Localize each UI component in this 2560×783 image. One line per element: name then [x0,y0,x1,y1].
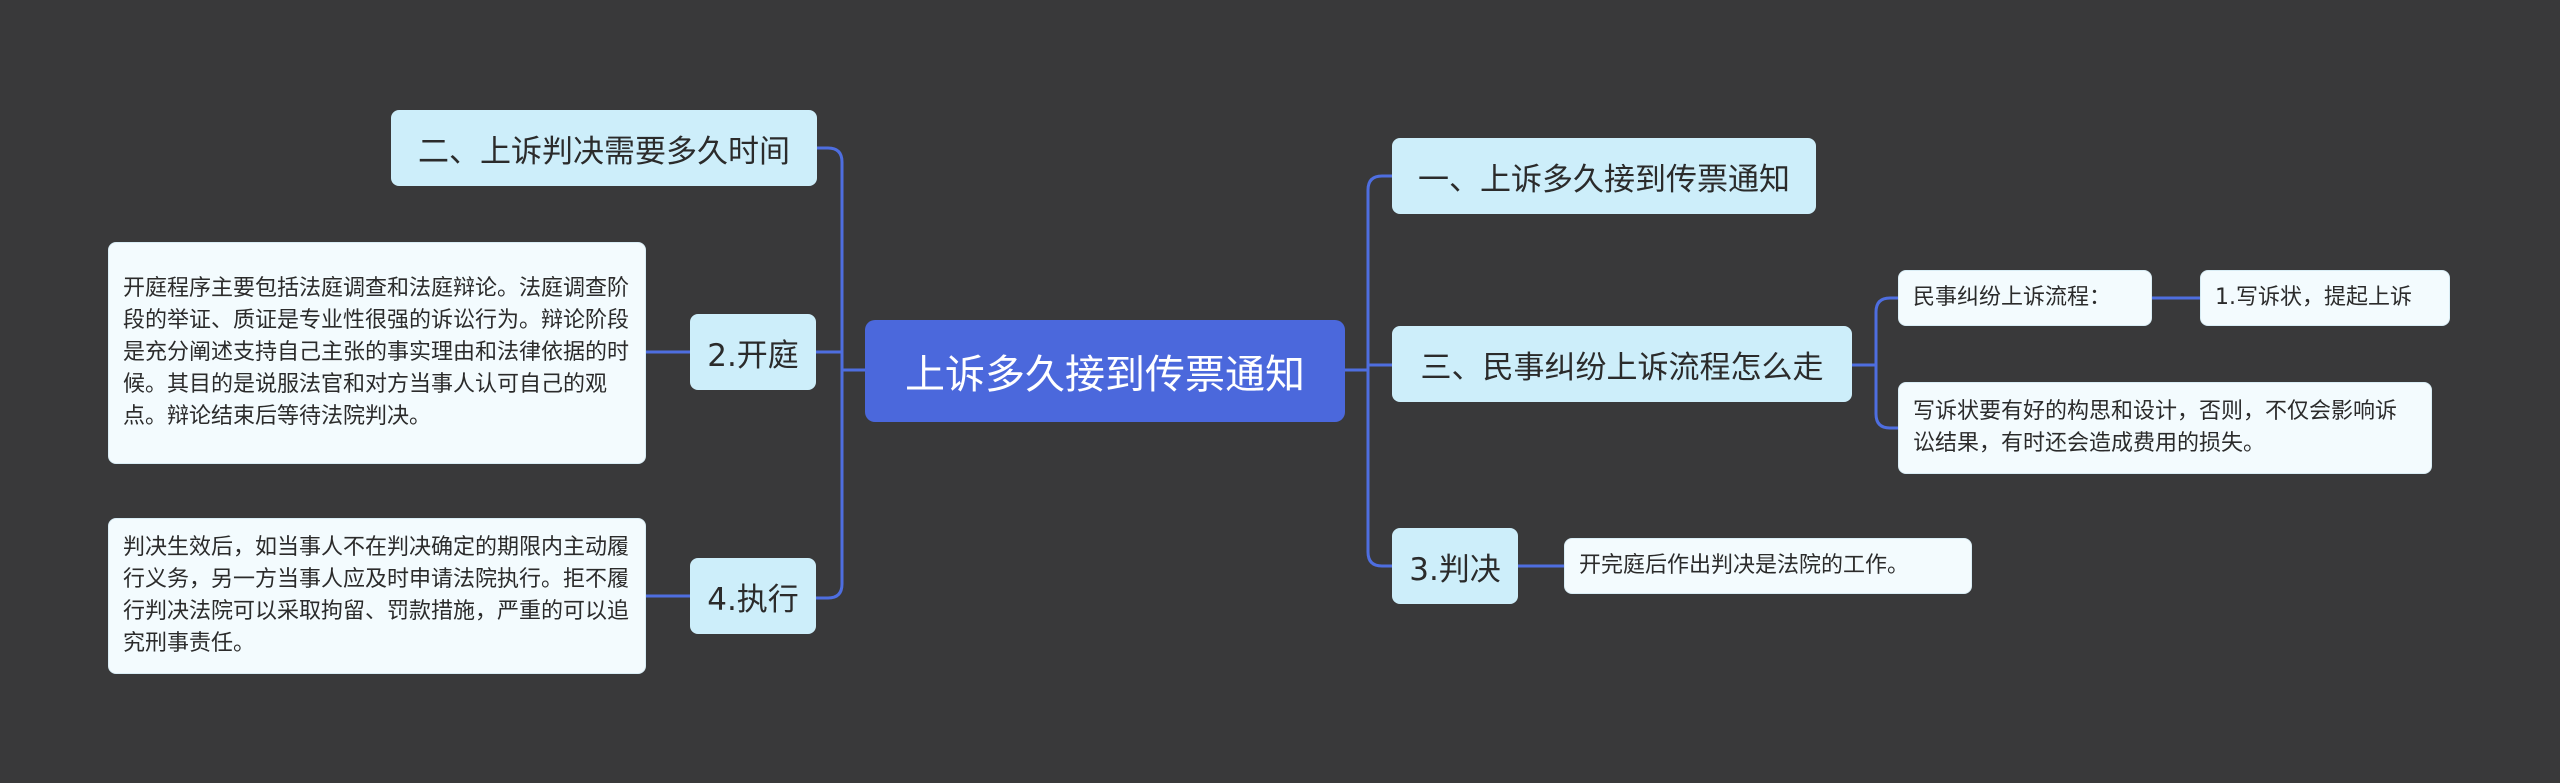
branch-summons-time-label: 一、上诉多久接到传票通知 [1418,161,1790,198]
node-complaint-advice-text: 写诉状要有好的构思和设计，否则，不仅会影响诉讼结果，有时还会造成费用的损失。 [1913,399,2398,456]
node-appeal-process-steps[interactable]: 民事纠纷上诉流程： [1898,270,2152,326]
root-node[interactable]: 上诉多久接到传票通知 [865,320,1345,422]
node-complaint-advice[interactable]: 写诉状要有好的构思和设计，否则，不仅会影响诉讼结果，有时还会造成费用的损失。 [1898,382,2432,474]
branch-appeal-process-label: 三、民事纠纷上诉流程怎么走 [1420,349,1824,386]
branch-appeal-process[interactable]: 三、民事纠纷上诉流程怎么走 [1392,326,1852,402]
branch-appeal-duration[interactable]: 二、上诉判决需要多久时间 [391,110,817,186]
connector-root-right [1345,174,1392,568]
node-appeal-process-steps-text: 民事纠纷上诉流程： [1913,285,2112,310]
branch-appeal-duration-label: 二、上诉判决需要多久时间 [418,133,790,170]
note-judgment[interactable]: 开完庭后作出判决是法院的工作。 [1564,538,1972,594]
branch-execution[interactable]: 4.执行 [690,558,816,634]
note-court-session-text: 开庭程序主要包括法庭调查和法庭辩论。法庭调查阶段的举证、质证是专业性很强的诉讼行… [123,276,630,429]
note-execution-text: 判决生效后，如当事人不在判决确定的期限内主动履行义务，另一方当事人应及时申请法院… [123,535,630,656]
root-label: 上诉多久接到传票通知 [905,352,1305,398]
connector-sanliucheng-children [1852,296,1898,430]
branch-court-session[interactable]: 2.开庭 [690,314,816,390]
note-court-session[interactable]: 开庭程序主要包括法庭调查和法庭辩论。法庭调查阶段的举证、质证是专业性很强的诉讼行… [108,242,646,464]
branch-judgment[interactable]: 3.判决 [1392,528,1518,604]
connector-root-left [814,146,865,600]
branch-execution-label: 4.执行 [707,581,799,618]
node-step-file-complaint[interactable]: 1.写诉状，提起上诉 [2200,270,2450,326]
node-step-file-complaint-text: 1.写诉状，提起上诉 [2215,285,2412,310]
note-judgment-text: 开完庭后作出判决是法院的工作。 [1579,553,1910,578]
note-execution[interactable]: 判决生效后，如当事人不在判决确定的期限内主动履行义务，另一方当事人应及时申请法院… [108,518,646,674]
branch-judgment-label: 3.判决 [1409,551,1501,588]
branch-summons-time[interactable]: 一、上诉多久接到传票通知 [1392,138,1816,214]
branch-court-session-label: 2.开庭 [707,337,799,374]
